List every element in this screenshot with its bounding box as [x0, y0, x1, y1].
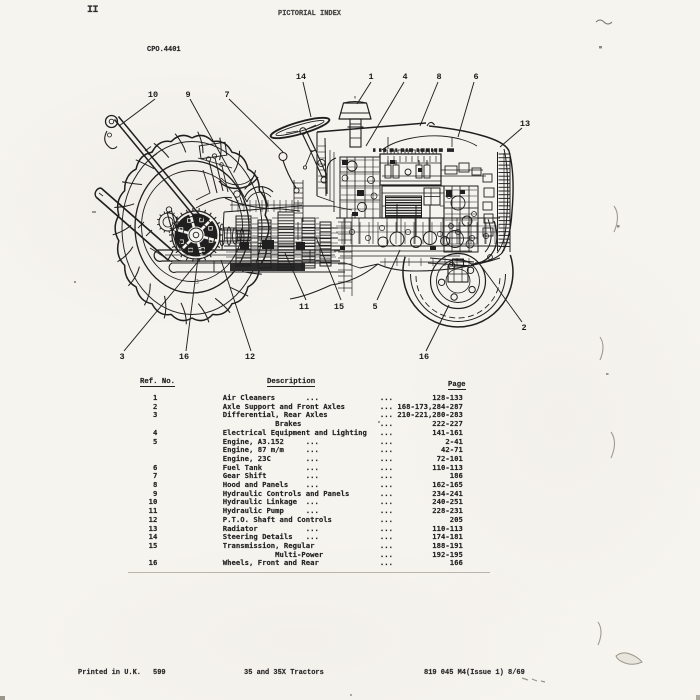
svg-text:14: 14 — [296, 72, 306, 82]
svg-text:7: 7 — [224, 90, 229, 100]
svg-text:8: 8 — [436, 72, 441, 82]
svg-text:6: 6 — [473, 72, 478, 82]
svg-text:10: 10 — [148, 90, 158, 100]
svg-text:1: 1 — [368, 72, 373, 82]
svg-text:5: 5 — [372, 302, 377, 312]
svg-text:16: 16 — [179, 352, 189, 362]
svg-text:2: 2 — [521, 323, 526, 333]
svg-text:12: 12 — [245, 352, 255, 362]
svg-text:11: 11 — [299, 302, 309, 312]
svg-text:4: 4 — [402, 72, 407, 82]
svg-text:3: 3 — [195, 278, 199, 286]
svg-text:9: 9 — [185, 90, 190, 100]
svg-text:13: 13 — [520, 119, 530, 129]
svg-text:15: 15 — [334, 302, 344, 312]
svg-text:3: 3 — [119, 352, 124, 362]
svg-text:16: 16 — [419, 352, 429, 362]
